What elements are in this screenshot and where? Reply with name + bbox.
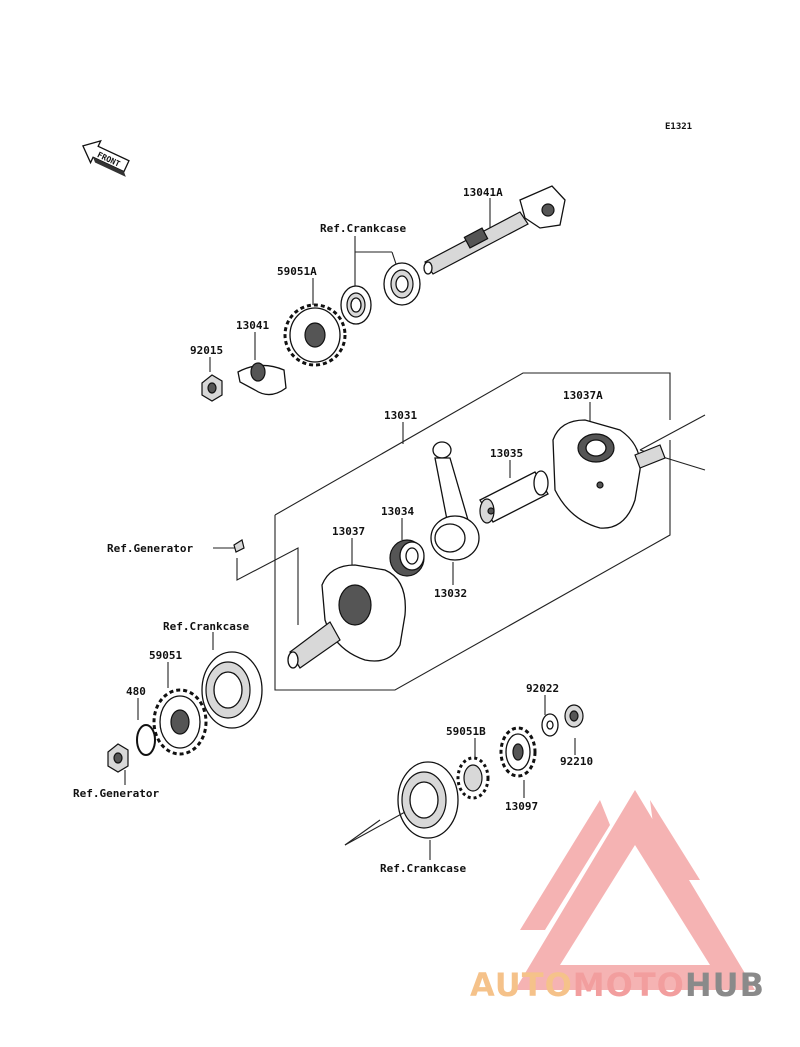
- gear-59051: [152, 688, 208, 756]
- crankshaft-group-frame: [274, 372, 671, 516]
- label-59051B: 59051B: [446, 725, 486, 738]
- nut-92015: [201, 374, 223, 402]
- label-ref-crankcase-bottom: Ref.Crankcase: [380, 862, 466, 875]
- label-13035: 13035: [490, 447, 523, 460]
- bearing-upper-right: [383, 262, 421, 306]
- crank-half-13037A: [552, 419, 666, 529]
- crank-pin-13035: [479, 470, 549, 524]
- label-59051: 59051: [149, 649, 182, 662]
- label-ref-generator-bottom: Ref.Generator: [73, 787, 159, 800]
- watermark-logo: [515, 790, 755, 990]
- bearing-left: [201, 651, 263, 729]
- label-92015: 92015: [190, 344, 223, 357]
- diagram-code: E1321: [665, 122, 692, 132]
- label-59051A: 59051A: [277, 265, 317, 278]
- label-480: 480: [126, 685, 146, 698]
- bearing-bottom: [397, 761, 459, 839]
- balancer-weight-13041: [237, 362, 287, 396]
- label-ref-crankcase-top: Ref.Crankcase: [320, 222, 406, 235]
- shaft-line-bottom: [344, 811, 406, 846]
- balancer-shaft-13041A: [423, 185, 566, 275]
- nut-left: [107, 743, 129, 773]
- gear-59051B: [456, 756, 490, 800]
- crank-half-13037: [287, 564, 406, 669]
- connecting-rod-13032: [430, 441, 480, 561]
- label-ref-generator-mid: Ref.Generator: [107, 542, 193, 555]
- label-13041: 13041: [236, 319, 269, 332]
- key-icon: [233, 539, 245, 553]
- watermark-hub: HUB: [685, 966, 765, 1004]
- label-13041A: 13041A: [463, 186, 503, 199]
- needle-bearing-13034: [389, 539, 425, 577]
- label-13032: 13032: [434, 587, 467, 600]
- washer-92022: [541, 713, 559, 737]
- gear-59051A: [283, 303, 347, 367]
- label-13031: 13031: [384, 409, 417, 422]
- circlip-480: [136, 724, 156, 756]
- nut-92210: [564, 704, 584, 728]
- label-13037: 13037: [332, 525, 365, 538]
- bearing-upper-left: [340, 285, 372, 325]
- watermark-moto: MOTO: [573, 966, 685, 1004]
- label-13034: 13034: [381, 505, 414, 518]
- front-arrow-icon: FRONT: [82, 139, 130, 177]
- watermark-auto: AUTO: [470, 966, 573, 1004]
- gear-13097: [499, 726, 537, 778]
- label-92210: 92210: [560, 755, 593, 768]
- label-92022: 92022: [526, 682, 559, 695]
- label-13097: 13097: [505, 800, 538, 813]
- label-ref-crankcase-left: Ref.Crankcase: [163, 620, 249, 633]
- watermark-text: AUTOMOTOHUB: [470, 966, 765, 1004]
- label-13037A: 13037A: [563, 389, 603, 402]
